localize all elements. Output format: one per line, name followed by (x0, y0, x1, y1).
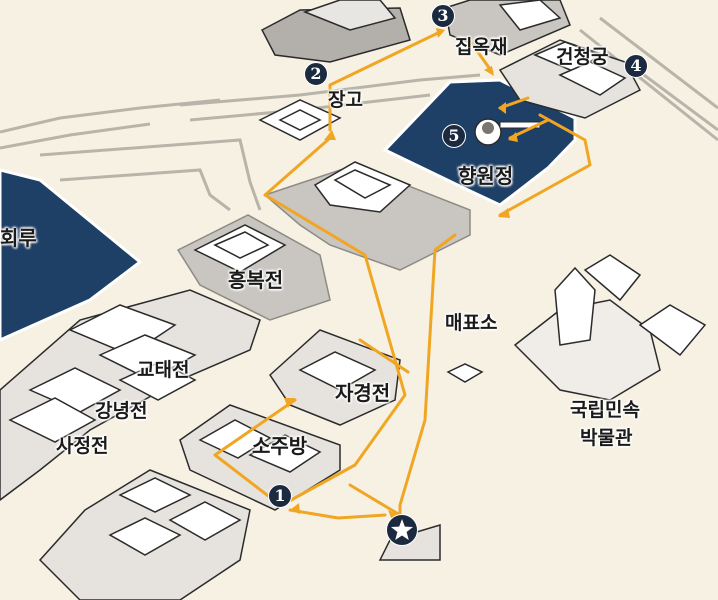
label-janggo: 장고 (328, 89, 363, 111)
gyeonghoeru-pond (0, 168, 143, 342)
label-museum-line1: 국립민속 (570, 399, 640, 421)
label-gyotaejeon: 교태전 (137, 359, 190, 381)
tour-route (213, 30, 592, 520)
label-gyeonghoeru: 회루 (0, 226, 37, 250)
route-arrows (284, 28, 518, 520)
route-marker-5: 5 (442, 124, 466, 148)
hyangwonjeong-pavilion (474, 118, 541, 146)
label-geoncheonggung: 건청궁 (556, 46, 609, 68)
route-marker-3: 3 (431, 4, 455, 28)
label-jagyeongjeon: 자경전 (335, 381, 391, 405)
label-maepyoso: 매표소 (445, 312, 498, 334)
label-heungbokjeon: 흥복전 (228, 268, 284, 292)
route-marker-1: 1 (268, 484, 292, 508)
star-icon (391, 519, 413, 540)
label-gangnyeongjeon: 강녕전 (95, 400, 148, 422)
label-sajeongjeon: 사정전 (56, 435, 109, 457)
label-hyangwonjeong: 향원정 (458, 164, 514, 188)
route-marker-2: 2 (304, 62, 328, 86)
route-marker-4: 4 (624, 54, 648, 78)
label-museum-line2: 박물관 (580, 427, 633, 449)
label-sojubang: 소주방 (252, 434, 308, 458)
start-point-marker (386, 514, 418, 546)
label-jibokjae: 집옥재 (455, 36, 508, 58)
